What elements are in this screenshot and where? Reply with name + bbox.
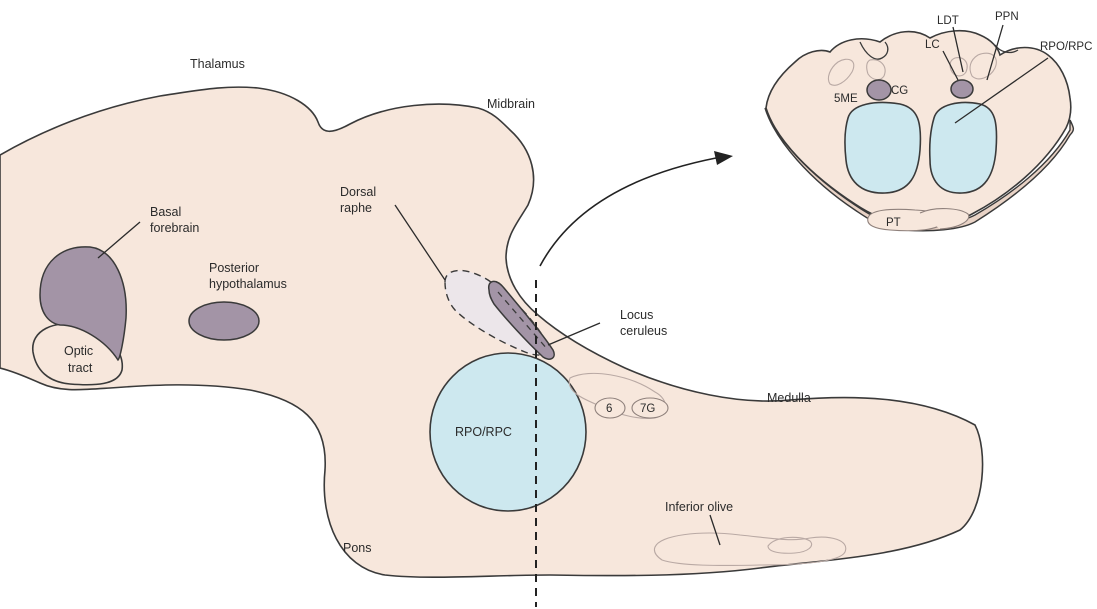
label-locus-ceruleus-line1: Locus: [620, 308, 653, 322]
label-midbrain: Midbrain: [487, 97, 535, 111]
label-nucleus-7g: 7G: [640, 403, 655, 415]
label-medulla: Medulla: [767, 391, 811, 405]
inset-label-rpo-rpc: RPO/RPC: [1040, 41, 1092, 53]
inset-label-lc: LC: [925, 39, 940, 51]
section-arrow-head: [714, 151, 733, 165]
inset-rpo-right: [930, 103, 997, 194]
label-basal-forebrain-line1: Basal: [150, 205, 181, 219]
label-inferior-olive: Inferior olive: [665, 500, 733, 514]
label-thalamus: Thalamus: [190, 57, 245, 71]
inset-lc-nucleus: [951, 80, 973, 98]
posterior-hypothalamus-nucleus: [189, 302, 259, 340]
label-dorsal-raphe-line2: raphe: [340, 201, 372, 215]
inset-label-ldt: LDT: [937, 15, 959, 27]
section-arrow: [540, 158, 716, 266]
label-posterior-hypothalamus-line2: hypothalamus: [209, 277, 287, 291]
inset-label-ppn: PPN: [995, 11, 1019, 23]
label-rpo-rpc: RPO/RPC: [455, 425, 512, 439]
inset-cg-nucleus: [867, 80, 891, 100]
label-dorsal-raphe-line1: Dorsal: [340, 185, 376, 199]
label-posterior-hypothalamus-line1: Posterior: [209, 261, 259, 275]
inset-label-cg: CG: [891, 85, 908, 97]
inset-label-pt: PT: [886, 217, 901, 229]
label-basal-forebrain-line2: forebrain: [150, 221, 199, 235]
label-locus-ceruleus-line2: ceruleus: [620, 324, 667, 338]
inset-rpo-left: [845, 103, 921, 194]
inset-label-5me: 5ME: [834, 93, 858, 105]
label-pons: Pons: [343, 541, 372, 555]
label-optic-tract-line1: Optic: [64, 344, 93, 358]
label-nucleus-6: 6: [606, 403, 612, 415]
label-optic-tract-line2: tract: [68, 361, 93, 375]
cross-section-inset: [765, 31, 1073, 231]
